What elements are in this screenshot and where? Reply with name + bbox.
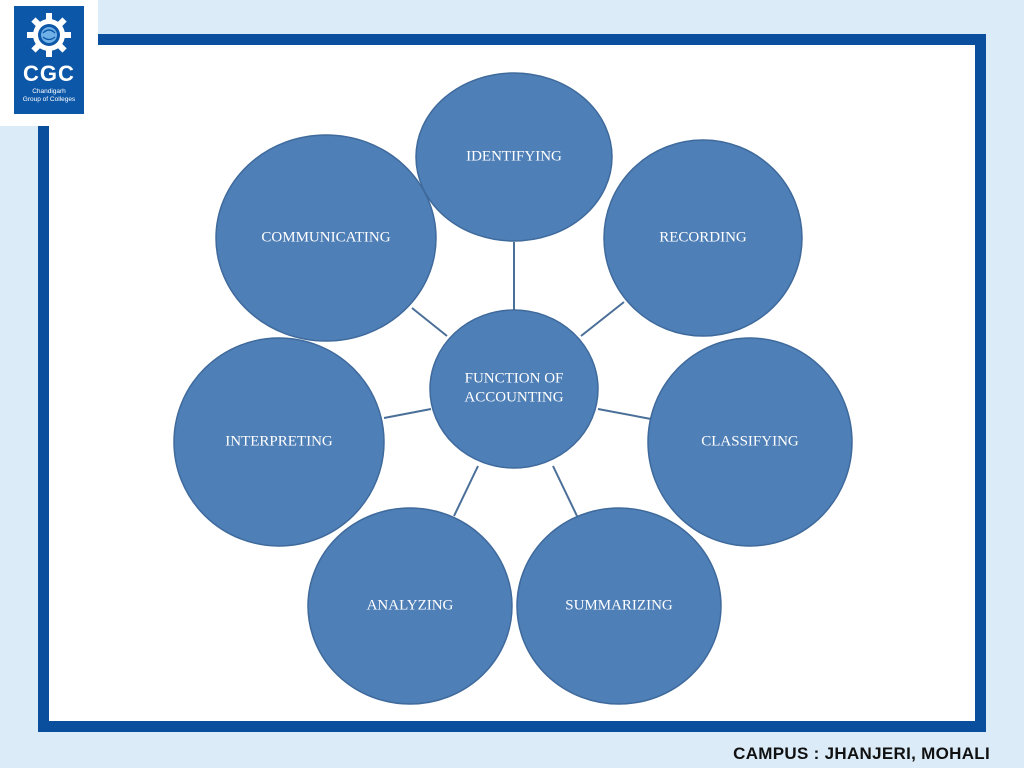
node-summarizing-label: SUMMARIZING — [565, 597, 673, 613]
connector-interpreting — [383, 408, 432, 419]
connector-recording — [580, 301, 625, 337]
connector-analyzing — [453, 465, 479, 517]
node-analyzing-label: ANALYZING — [367, 597, 454, 613]
node-interpreting-circle — [173, 337, 385, 547]
center-circle — [429, 309, 599, 469]
logo-subtitle: Chandigarh Group of Colleges — [14, 88, 84, 104]
node-recording-label: RECORDING — [659, 229, 747, 245]
node-identifying-circle — [415, 72, 613, 242]
node-classifying-label: CLASSIFYING — [701, 433, 799, 449]
connectors — [383, 242, 652, 517]
campus-footer: CAMPUS : JHANJERI, MOHALI — [733, 744, 990, 763]
logo-container: CGC Chandigarh Group of Colleges — [0, 0, 98, 126]
center-label-line2: ACCOUNTING — [464, 389, 563, 405]
connector-summarizing — [552, 465, 578, 517]
node-recording-circle — [603, 139, 803, 337]
node-communicating-circle — [215, 134, 437, 342]
cgc-logo: CGC Chandigarh Group of Colleges — [14, 6, 84, 114]
logo-subtitle-line1: Chandigarh — [32, 88, 66, 95]
node-communicating-label: COMMUNICATING — [261, 229, 390, 245]
center-label-line1: FUNCTION OF — [465, 370, 564, 386]
gear-globe-icon — [27, 13, 71, 57]
node-summarizing-circle — [516, 507, 722, 705]
logo-title: CGC — [23, 61, 75, 86]
node-identifying-label: IDENTIFYING — [466, 148, 562, 164]
node-classifying-circle — [647, 337, 853, 547]
connector-communicating — [411, 307, 448, 337]
node-interpreting-label: INTERPRETING — [225, 433, 333, 449]
connector-classifying — [597, 408, 652, 420]
node-analyzing-circle — [307, 507, 513, 705]
logo-subtitle-line2: Group of Colleges — [22, 96, 76, 103]
